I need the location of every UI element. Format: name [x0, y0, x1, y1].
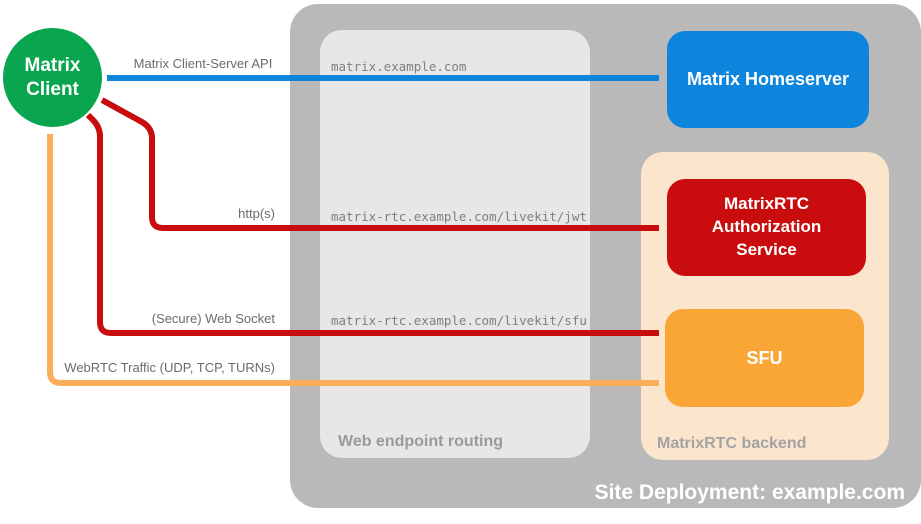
web-endpoint-routing-title: Web endpoint routing	[338, 433, 504, 450]
matrix-client-node: Matrix Client	[3, 28, 102, 127]
matrix-client-label: Matrix Client	[24, 54, 81, 100]
matrixrtc-authorization-service-label: MatrixRTC Authorization Service	[711, 194, 822, 259]
matrixrtc-authorization-service-node: MatrixRTC Authorization Service	[667, 179, 866, 276]
site-deployment-title: Site Deployment: example.com	[594, 481, 905, 504]
matrix-homeserver-node: Matrix Homeserver	[667, 31, 869, 128]
endpoint-livekit-sfu: matrix-rtc.example.com/livekit/sfu	[331, 313, 587, 328]
websocket-label: (Secure) Web Socket	[151, 311, 275, 326]
matrix-homeserver-label: Matrix Homeserver	[686, 69, 850, 89]
https-label: http(s)	[238, 206, 275, 221]
sfu-label: SFU	[746, 347, 783, 368]
endpoint-livekit-jwt: matrix-rtc.example.com/livekit/jwt	[331, 209, 587, 224]
endpoint-matrix: matrix.example.com	[331, 59, 467, 74]
client-server-api-label: Matrix Client-Server API	[133, 56, 273, 71]
web-endpoint-routing-container	[320, 30, 590, 458]
matrixrtc-backend-title: MatrixRTC backend	[657, 435, 807, 452]
sfu-node: SFU	[665, 309, 864, 407]
webrtc-traffic-label: WebRTC Traffic (UDP, TCP, TURNs)	[64, 360, 275, 375]
